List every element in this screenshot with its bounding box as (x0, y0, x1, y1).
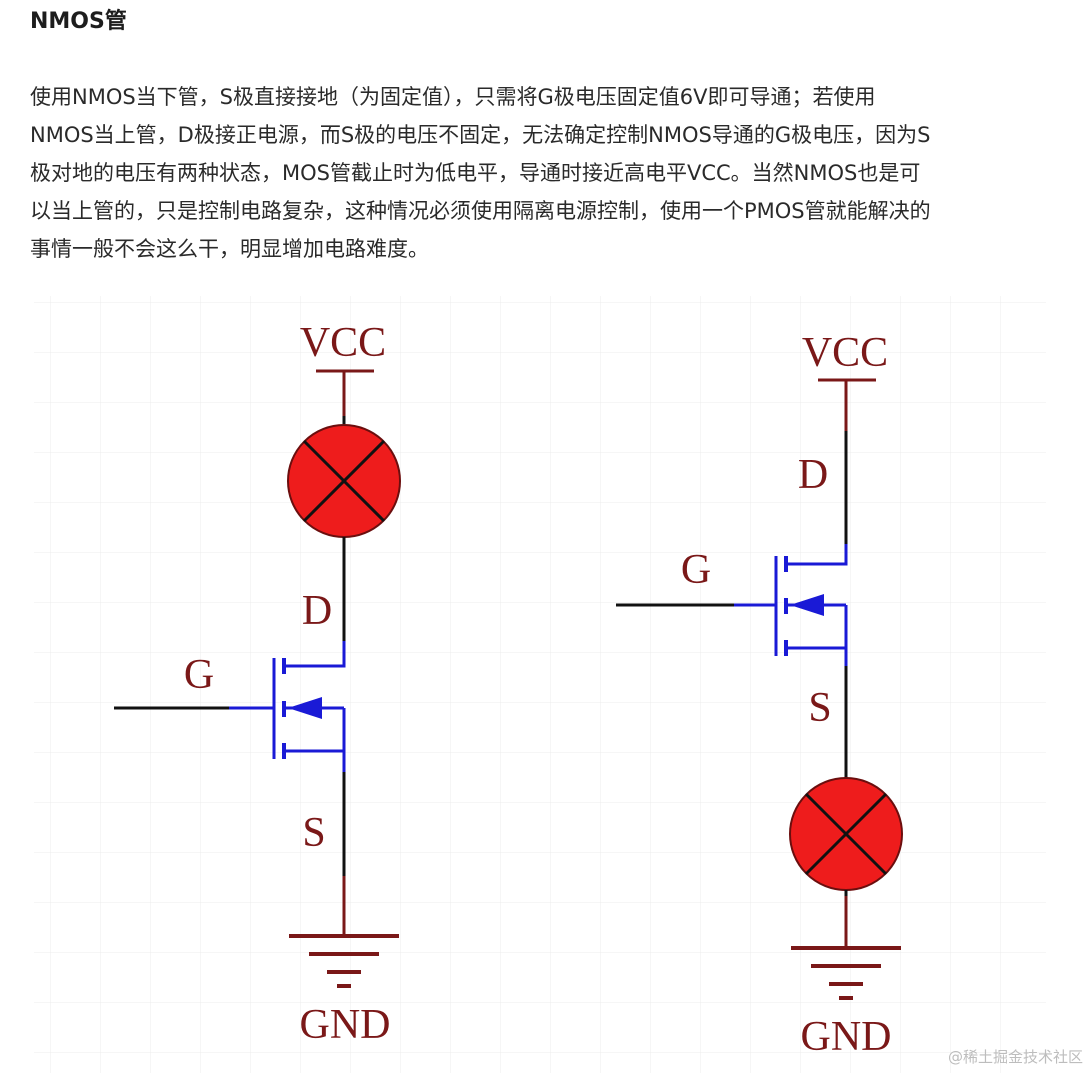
left-ground-icon (289, 876, 399, 988)
paragraph-line: 极对地的电压有两种状态，MOS管截止时为低电平，导通时接近高电平VCC。当然NM… (30, 161, 921, 185)
schematic-grid (34, 296, 1046, 1073)
circuit-diagram: VCC D (34, 296, 1046, 1073)
right-circuit: VCC D G S (616, 330, 903, 1060)
left-source-label: S (302, 810, 325, 856)
right-source-label: S (808, 685, 831, 731)
right-ground-icon (791, 896, 901, 1000)
paragraph-line: 使用NMOS当下管，S极直接接地（为固定值），只需将G极电压固定值6V即可导通；… (30, 85, 876, 109)
article-paragraph: 使用NMOS当下管，S极直接接地（为固定值），只需将G极电压固定值6V即可导通；… (30, 78, 1070, 268)
right-vcc-symbol (818, 378, 876, 431)
right-gnd-label: GND (801, 1014, 892, 1060)
site-watermark: @稀土掘金技术社区 (947, 1048, 1083, 1066)
section-heading: NMOS管 (30, 9, 127, 34)
right-drain-label: D (798, 452, 828, 498)
left-lamp-icon (287, 424, 401, 538)
circuit-figure: VCC D (34, 296, 1046, 1073)
right-lamp-icon (789, 777, 903, 891)
left-vcc-label: VCC (300, 320, 386, 366)
right-gate-label: G (681, 547, 711, 593)
left-drain-label: D (302, 588, 332, 634)
right-vcc-label: VCC (802, 330, 888, 376)
paragraph-line: NMOS当上管，D极接正电源，而S极的电压不固定，无法确定控制NMOS导通的G极… (30, 123, 931, 147)
paragraph-line: 事情一般不会这么干，明显增加电路难度。 (30, 237, 429, 261)
left-nmos-icon (229, 641, 346, 772)
paragraph-line: 以当上管的，只是控制电路复杂，这种情况必须使用隔离电源控制，使用一个PMOS管就… (30, 199, 931, 223)
right-nmos-icon (734, 544, 848, 666)
left-vcc-symbol (316, 369, 374, 416)
left-gnd-label: GND (300, 1002, 391, 1048)
left-circuit: VCC D (114, 320, 401, 1048)
left-gate-label: G (184, 652, 214, 698)
